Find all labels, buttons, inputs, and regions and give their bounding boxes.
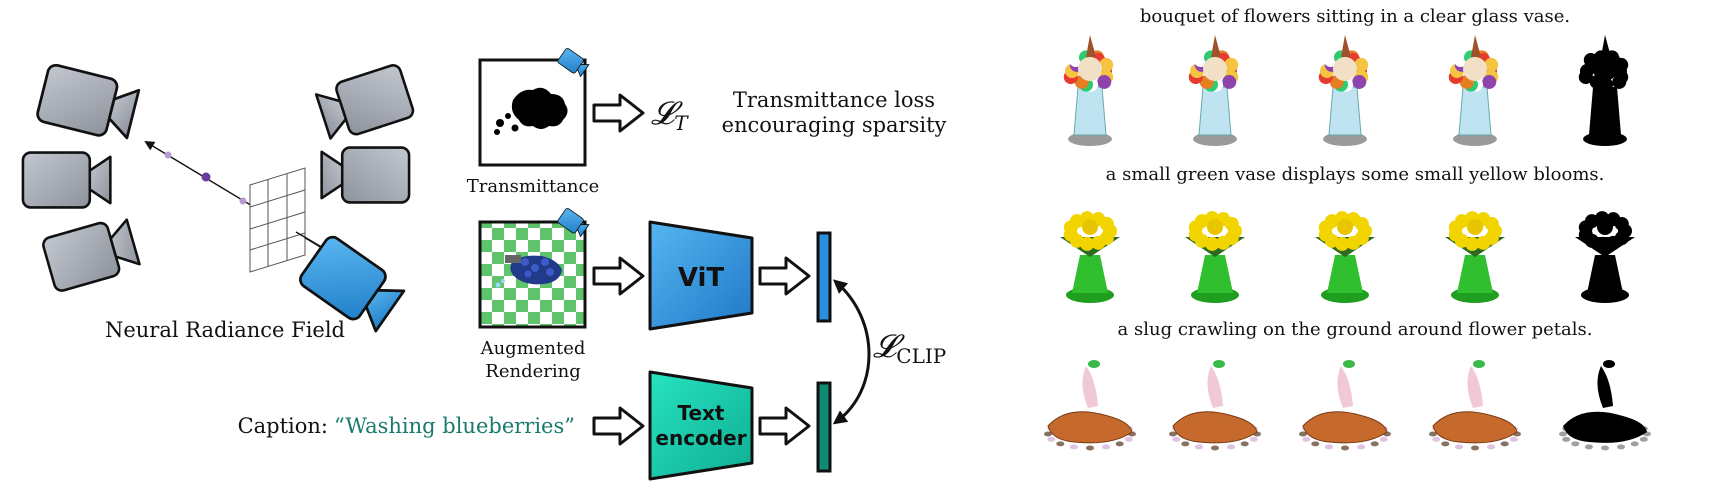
hollow-arrow	[758, 406, 811, 446]
object-render	[1044, 360, 1136, 451]
caption-prefix: Caption:	[238, 414, 328, 438]
hollow-arrow	[592, 256, 645, 296]
object-render	[1318, 35, 1369, 146]
blueberries-render	[495, 255, 562, 288]
text-embedding-bar	[816, 381, 832, 473]
loss-t-symbol: 𝓛T	[651, 94, 689, 135]
camera-icon	[40, 214, 142, 294]
hollow-arrow	[592, 406, 645, 446]
silhouette-render	[1559, 360, 1651, 451]
nerf-label: Neural Radiance Field	[105, 318, 345, 342]
object-render	[1063, 35, 1114, 146]
caption-text: “Washing blueberries”	[334, 414, 575, 438]
silhouette-render	[1575, 211, 1635, 303]
vit-encoder: ViT	[648, 220, 754, 331]
loss-clip-symbol: 𝓛CLIP	[873, 327, 946, 368]
object-render	[1188, 35, 1239, 146]
object-render	[1169, 360, 1261, 451]
transmittance-label: Transmittance	[467, 176, 600, 197]
results-gallery: bouquet of flowers sitting in a clear gl…	[1044, 6, 1651, 451]
text-encoder-label-1: Text	[677, 401, 724, 425]
camera-icon	[313, 62, 417, 144]
nerf-scene: Neural Radiance Field	[21, 62, 417, 342]
text-encoder: Text encoder	[648, 370, 754, 481]
camera-icon	[34, 62, 142, 144]
augmented-label-1: Augmented	[480, 338, 586, 359]
object-render	[1060, 211, 1120, 303]
object-render	[1445, 211, 1505, 303]
transmittance-loss-text-2: encouraging sparsity	[722, 113, 947, 137]
augmented-label-2: Rendering	[485, 361, 580, 382]
image-embedding-bar	[816, 231, 832, 323]
ray-sample-point	[239, 197, 247, 205]
transmittance-silhouette	[511, 87, 568, 129]
object-render	[1185, 211, 1245, 303]
object-render	[1429, 360, 1521, 451]
text-encoder-label-2: encoder	[655, 426, 746, 450]
camera-icon	[320, 146, 411, 204]
camera-icon	[21, 151, 112, 209]
caption-row: Caption: “Washing blueberries”	[238, 406, 645, 446]
object-render	[1299, 360, 1391, 451]
transmittance-loss-text-1: Transmittance loss	[733, 88, 935, 112]
ray-sample-point	[201, 172, 211, 182]
object-render	[1448, 35, 1499, 146]
hollow-arrow	[758, 256, 811, 296]
transmittance-block: Transmittance 𝓛T Transmittance loss enco…	[467, 47, 947, 197]
gallery-caption: bouquet of flowers sitting in a clear gl…	[1140, 6, 1570, 27]
hollow-arrow	[592, 93, 645, 133]
silhouette-render	[1578, 35, 1629, 146]
object-render	[1315, 211, 1375, 303]
ray-sample-point	[164, 151, 172, 159]
clip-loss-arrow	[832, 279, 871, 425]
gallery-caption: a small green vase displays some small y…	[1106, 164, 1605, 185]
augmented-block: Augmented Rendering	[478, 207, 645, 382]
vit-label: ViT	[678, 263, 725, 293]
image-plane-grid	[249, 167, 306, 273]
gallery-caption: a slug crawling on the ground around flo…	[1118, 319, 1593, 340]
